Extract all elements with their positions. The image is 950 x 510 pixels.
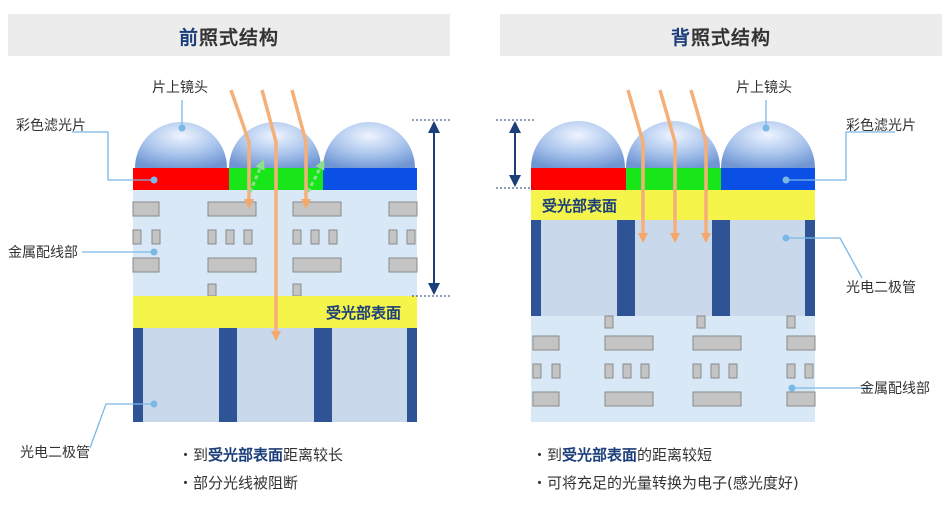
- back-title-bar: 背照式结构: [500, 14, 942, 56]
- front-title-bar: 前照式结构: [8, 14, 450, 56]
- back-title: 背照式结构: [500, 23, 942, 50]
- back-label-surface: 受光部表面: [542, 197, 617, 215]
- back-title-accent: 背: [670, 27, 691, 49]
- back-label-filter: 彩色滤光片: [846, 117, 916, 134]
- front-callout-dots: [150, 124, 186, 408]
- back-lens-2: [626, 121, 720, 168]
- back-filter-red: [531, 168, 626, 190]
- front-title-rest: 照式结构: [199, 27, 280, 49]
- front-distance-arrow: [412, 119, 452, 297]
- front-diode-posts: [133, 328, 417, 422]
- back-structure: 片上镜头 彩色滤光片 受光部表面 光电二极管 金属配线部: [496, 80, 930, 422]
- front-title-accent: 前: [178, 27, 199, 49]
- back-light-rays: [626, 89, 711, 243]
- back-label-diode: 光电二极管: [846, 280, 916, 296]
- front-label-lens: 片上镜头: [152, 80, 208, 96]
- front-lens-1: [135, 122, 227, 168]
- back-bullet-sensitivity: ・可将充足的光量转换为电子(感光度好): [532, 474, 799, 492]
- front-filter-blue: [323, 168, 417, 190]
- back-surface-band: [531, 190, 815, 220]
- front-bullet-blocked: ・部分光线被阻断: [178, 474, 299, 492]
- front-bullet-distance: ・到受光部表面距离较长: [178, 444, 343, 465]
- front-metal-wires: [132, 201, 418, 297]
- back-callouts: [765, 100, 895, 389]
- back-diode-region: [531, 220, 815, 316]
- front-bullet1-em: 受光部表面: [208, 446, 284, 464]
- back-bullet-distance: ・到受光部表面的距离较短: [532, 444, 712, 465]
- front-lens-3: [323, 122, 415, 168]
- back-diode-posts: [531, 220, 815, 316]
- back-label-lens: 片上镜头: [736, 80, 792, 96]
- front-label-filter: 彩色滤光片: [16, 117, 86, 134]
- back-wiring-layer: [531, 316, 815, 422]
- front-label-surface: 受光部表面: [326, 304, 401, 322]
- back-bullet1-post: 的距离较短: [637, 446, 713, 464]
- back-lens-3: [721, 121, 815, 168]
- front-reflected-rays: [248, 159, 325, 193]
- front-structure: 片上镜头 彩色滤光片 金属配线部 受光部表面 光电二极管: [8, 80, 452, 461]
- front-bullet1-pre: ・到: [178, 446, 209, 464]
- back-lens-1: [531, 121, 625, 168]
- front-bullet1-post: 距离较长: [283, 446, 344, 464]
- front-label-diode: 光电二极管: [20, 445, 90, 461]
- front-callouts: [72, 100, 183, 449]
- front-light-rays: [229, 89, 311, 341]
- back-distance-arrow: [496, 119, 536, 189]
- back-metal-wires: [532, 315, 816, 407]
- front-label-wiring: 金属配线部: [8, 245, 78, 261]
- back-filter-blue: [721, 168, 815, 190]
- front-title: 前照式结构: [8, 23, 450, 50]
- back-title-rest: 照式结构: [691, 27, 772, 49]
- back-label-wiring: 金属配线部: [860, 381, 930, 397]
- front-filter-red: [133, 168, 229, 190]
- back-bullet1-em: 受光部表面: [562, 446, 638, 464]
- back-bullet1-pre: ・到: [532, 446, 563, 464]
- front-diode-region: [133, 328, 417, 422]
- back-callout-dots: [762, 124, 796, 392]
